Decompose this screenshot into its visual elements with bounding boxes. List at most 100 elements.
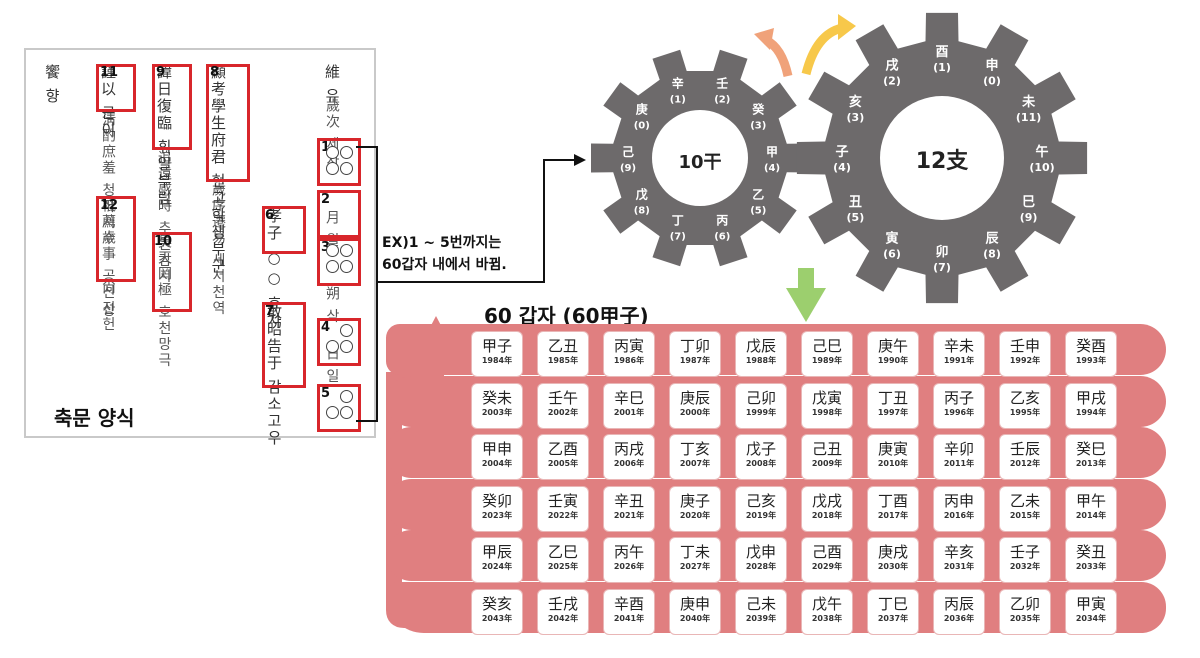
branch-char: 子 xyxy=(835,145,848,160)
gapja-hanja: 丁未 xyxy=(679,543,710,561)
gear-10-stems: 甲(4)乙(5)丙(6)丁(7)戊(8)己(9)庚(0)辛(1)壬(2)癸(3) xyxy=(591,49,809,267)
gapja-year: 2023年 xyxy=(481,510,513,520)
gapja-year: 1999年 xyxy=(745,407,777,417)
stem-char: 己 xyxy=(622,145,634,159)
gapja-hanja: 乙未 xyxy=(1009,491,1040,510)
stem-number: (2) xyxy=(714,95,730,106)
placeholder-circle xyxy=(340,244,353,257)
number-10: 10 xyxy=(154,234,173,249)
gapja-hanja: 丙子 xyxy=(943,388,974,407)
gapja-year: 2003年 xyxy=(481,407,513,417)
gapja-year: 2014年 xyxy=(1075,510,1107,520)
placeholder-circle xyxy=(340,162,353,175)
branch-number: (1) xyxy=(933,61,951,74)
gapja-year: 2018年 xyxy=(811,510,843,520)
gapja-year: 2035年 xyxy=(1009,613,1041,623)
gapja-year: 2027年 xyxy=(679,562,711,571)
annotation-line-2: 60갑자 내에서 바뀜. xyxy=(382,257,507,273)
stem-char: 庚 xyxy=(636,102,648,117)
gapja-year: 2009年 xyxy=(811,459,843,468)
gapja-year: 1998年 xyxy=(811,407,843,417)
gapja-hanja: 丁酉 xyxy=(877,491,908,510)
col-hyoja: 孝子 ○○ 효자 xyxy=(265,208,283,330)
gapja-hanja: 丙午 xyxy=(613,543,644,561)
annotation-text: EX)1 ~ 5번까지는 60갑자 내에서 바뀜. xyxy=(382,232,507,276)
gapja-hanja: 丁亥 xyxy=(679,440,710,458)
gapja-hanja: 壬寅 xyxy=(547,491,578,510)
gapja-hanja: 戊辰 xyxy=(745,337,776,355)
gapja-hanja: 辛丑 xyxy=(613,491,644,510)
col-hocheon: 昊天罔極 호천망극 xyxy=(156,234,172,369)
gapja-year: 2033年 xyxy=(1075,562,1107,571)
gapja-hanja: 丁丑 xyxy=(877,388,908,407)
gapja-year: 2012年 xyxy=(1009,459,1041,468)
branch-char: 丑 xyxy=(849,195,862,210)
gapja-hanja: 辛巳 xyxy=(613,388,644,407)
placeholder-circle xyxy=(340,406,353,419)
gapja-hanja: 辛卯 xyxy=(943,440,974,458)
gear10-hole xyxy=(652,110,748,206)
stem-number: (0) xyxy=(634,121,650,132)
gapja-year: 2031年 xyxy=(943,562,975,571)
gapja-year: 1996年 xyxy=(943,407,975,417)
gapja-year: 2028年 xyxy=(745,562,777,571)
gapja-year: 1990年 xyxy=(877,356,909,365)
branch-number: (4) xyxy=(833,161,851,174)
placeholder-circle xyxy=(326,260,339,273)
gear10-center-label: 10干 xyxy=(678,152,721,173)
gapja-year: 2013年 xyxy=(1075,459,1107,468)
gapja-hanja: 癸卯 xyxy=(481,491,512,510)
branch-number: (0) xyxy=(983,74,1001,87)
col-geuni: 謹以 근이 xyxy=(99,64,117,139)
placeholder-circle xyxy=(340,146,353,159)
gapja-hanja: 甲午 xyxy=(1075,491,1106,510)
stem-number: (5) xyxy=(750,205,766,216)
gapja-year: 2032年 xyxy=(1009,562,1041,571)
gapja-hanja: 癸巳 xyxy=(1075,440,1106,458)
gapja-year: 2026年 xyxy=(613,562,645,571)
gapja-year: 2041年 xyxy=(613,613,645,623)
gapja-hanja: 戊午 xyxy=(811,594,842,613)
gapja-year: 1992年 xyxy=(1009,356,1041,365)
gapja-year: 2036年 xyxy=(943,613,975,623)
branch-char: 辰 xyxy=(985,232,999,247)
gapja-hanja: 辛未 xyxy=(943,337,974,355)
branch-number: (6) xyxy=(883,248,901,261)
col-cheongjak: 淸酌庶羞 청작서수 xyxy=(100,112,116,247)
gapja-year: 2004年 xyxy=(481,459,513,468)
document-title: 축문 양식 xyxy=(54,406,135,430)
gapja-hanja: 庚戌 xyxy=(877,543,908,561)
placeholder-circle xyxy=(340,324,353,337)
branch-number: (10) xyxy=(1029,161,1054,174)
col-hyang: 饗 향 xyxy=(43,64,61,105)
placeholder-circle xyxy=(340,390,353,403)
gapja-hanja: 甲辰 xyxy=(481,543,512,561)
branch-char: 戌 xyxy=(885,57,898,73)
gapja-hanja: 戊申 xyxy=(745,543,776,561)
gapja-hanja: 辛亥 xyxy=(943,543,974,561)
gapja-year: 1991年 xyxy=(943,356,975,365)
down-arrowhead xyxy=(786,288,826,322)
